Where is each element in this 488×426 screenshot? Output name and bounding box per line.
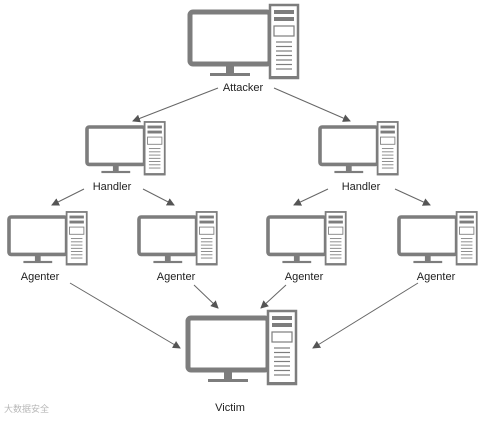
watermark: 大数据安全 <box>4 404 50 414</box>
drive-bay-icon <box>380 130 395 134</box>
arrow-agent-3-to-victim <box>260 284 287 309</box>
computer-icon-handler-right <box>318 121 399 176</box>
front-panel-icon <box>273 25 295 37</box>
monitor-stand-icon <box>224 372 232 380</box>
node-label-handler-right: Handler <box>341 181 381 193</box>
drive-bay-icon <box>147 125 162 129</box>
nodes-layer <box>7 3 478 386</box>
front-panel-icon <box>69 226 85 235</box>
drive-bay-icon <box>272 316 292 320</box>
monitor-base-icon <box>210 73 250 76</box>
monitor-icon <box>318 125 380 167</box>
monitor-stand-icon <box>226 66 234 74</box>
monitor-icon <box>185 315 271 373</box>
drive-bay-icon <box>328 215 343 219</box>
node-label-agent-2: Agenter <box>156 271 196 283</box>
monitor-base-icon <box>153 260 183 264</box>
node-label-agent-4: Agenter <box>416 271 456 283</box>
tower-foot-icon <box>66 263 87 266</box>
front-panel-icon <box>380 136 396 145</box>
monitor-base-icon <box>334 170 364 174</box>
drive-bay-icon <box>459 215 474 219</box>
monitor-stand-icon <box>345 165 352 172</box>
computer-icon-agent-4 <box>397 211 478 266</box>
monitor-stand-icon <box>34 255 41 262</box>
computer-icon-handler-left <box>85 121 166 176</box>
computer-icon-attacker <box>187 3 300 80</box>
drive-bay-icon <box>199 220 214 224</box>
monitor-stand-icon <box>424 255 431 262</box>
edges-layer <box>51 87 431 349</box>
monitor-icon <box>137 215 199 257</box>
drive-bay-icon <box>69 215 84 219</box>
node-label-handler-left: Handler <box>92 181 132 193</box>
monitor-icon <box>187 9 273 67</box>
computer-icon-victim <box>185 309 298 386</box>
arrow-attacker-to-handler-left <box>132 87 219 123</box>
computer-icon-agent-1 <box>7 211 88 266</box>
arrow-attacker-to-handler-right <box>273 87 351 122</box>
node-label-attacker: Attacker <box>222 82 264 94</box>
front-panel-icon <box>328 226 344 235</box>
arrow-agent-1-to-victim <box>69 282 181 349</box>
drive-bay-icon <box>69 220 84 224</box>
arrow-agent-4-to-victim <box>312 282 419 349</box>
arrow-agent-2-to-victim <box>193 284 219 309</box>
computer-icon-agent-2 <box>137 211 218 266</box>
monitor-icon <box>266 215 328 257</box>
arrow-handler-left-to-agent-2 <box>142 188 175 206</box>
monitor-base-icon <box>282 260 312 264</box>
drive-bay-icon <box>274 10 294 14</box>
tower-foot-icon <box>456 263 477 266</box>
drive-bay-icon <box>199 215 214 219</box>
drive-bay-icon <box>274 17 294 21</box>
computer-icon-agent-3 <box>266 211 347 266</box>
monitor-stand-icon <box>112 165 119 172</box>
drive-bay-icon <box>380 125 395 129</box>
node-label-agent-1: Agenter <box>20 271 60 283</box>
drive-bay-icon <box>328 220 343 224</box>
monitor-base-icon <box>101 170 131 174</box>
monitor-base-icon <box>208 379 248 382</box>
node-label-victim: Victim <box>215 402 245 414</box>
monitor-icon <box>7 215 69 257</box>
drive-bay-icon <box>272 323 292 327</box>
monitor-base-icon <box>23 260 53 264</box>
arrow-handler-right-to-agent-4 <box>394 188 431 206</box>
tower-foot-icon <box>196 263 217 266</box>
arrow-handler-right-to-agent-3 <box>293 188 329 206</box>
arrow-handler-left-to-agent-1 <box>51 188 85 206</box>
tower-foot-icon <box>325 263 346 266</box>
front-panel-icon <box>147 136 163 145</box>
monitor-icon <box>85 125 147 167</box>
front-panel-icon <box>271 331 293 343</box>
drive-bay-icon <box>147 130 162 134</box>
tower-foot-icon <box>144 173 165 176</box>
monitor-icon <box>397 215 459 257</box>
drive-bay-icon <box>459 220 474 224</box>
monitor-stand-icon <box>164 255 171 262</box>
tower-foot-icon <box>268 382 296 385</box>
monitor-stand-icon <box>293 255 300 262</box>
node-label-agent-3: Agenter <box>284 271 324 283</box>
tower-foot-icon <box>270 76 298 79</box>
front-panel-icon <box>459 226 475 235</box>
front-panel-icon <box>199 226 215 235</box>
tower-foot-icon <box>377 173 398 176</box>
monitor-base-icon <box>413 260 443 264</box>
